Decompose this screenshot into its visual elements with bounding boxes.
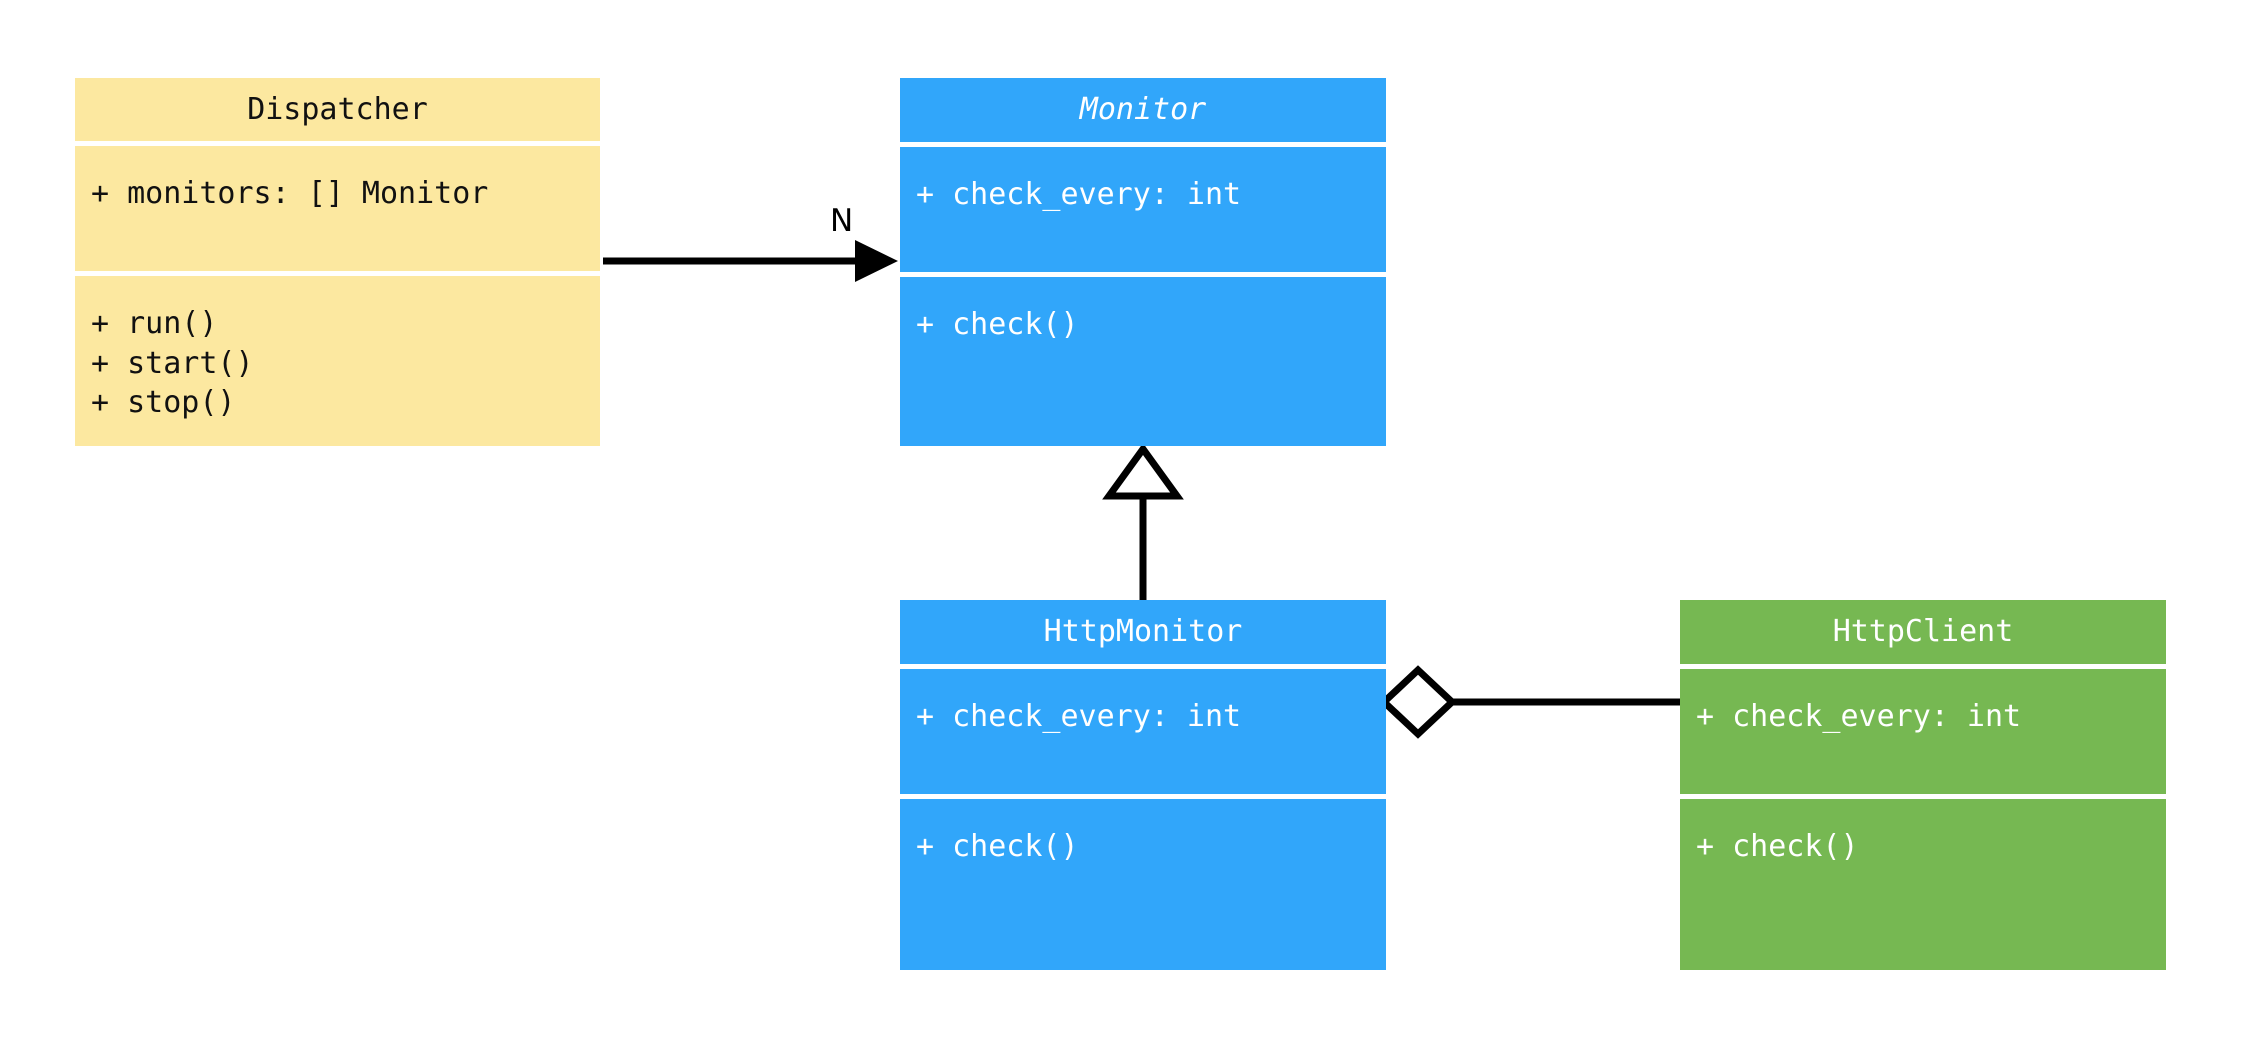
class-name-dispatcher: Dispatcher [75, 78, 600, 141]
class-attributes-httpmonitor: + check_every: int [900, 669, 1386, 794]
aggregation-httpmonitor-httpclient [1378, 665, 1680, 739]
class-name-httpclient: HttpClient [1680, 600, 2166, 664]
generalization-httpmonitor-monitor [1102, 443, 1184, 600]
hollow-triangle-icon [1102, 443, 1184, 500]
class-attributes-httpclient: + check_every: int [1680, 669, 2166, 794]
class-operations-monitor: + check() [900, 277, 1386, 446]
class-box-monitor[interactable]: Monitor + check_every: int + check() [900, 78, 1386, 446]
multiplicity-label-n: N [830, 203, 854, 239]
class-box-dispatcher[interactable]: Dispatcher + monitors: [] Monitor + run(… [75, 78, 600, 446]
association-dispatcher-monitor [603, 240, 898, 282]
class-attributes-monitor: + check_every: int [900, 147, 1386, 272]
class-operations-httpmonitor: + check() [900, 799, 1386, 970]
class-attributes-dispatcher: + monitors: [] Monitor [75, 145, 600, 271]
class-box-httpmonitor[interactable]: HttpMonitor + check_every: int + check() [900, 600, 1386, 970]
association-arrowhead-icon [855, 240, 898, 282]
class-operations-dispatcher: + run() + start() + stop() [75, 275, 600, 446]
class-operations-httpclient: + check() [1680, 799, 2166, 970]
hollow-diamond-icon [1378, 665, 1458, 739]
class-name-monitor: Monitor [900, 78, 1386, 142]
class-box-httpclient[interactable]: HttpClient + check_every: int + check() [1680, 600, 2166, 970]
class-name-httpmonitor: HttpMonitor [900, 600, 1386, 664]
